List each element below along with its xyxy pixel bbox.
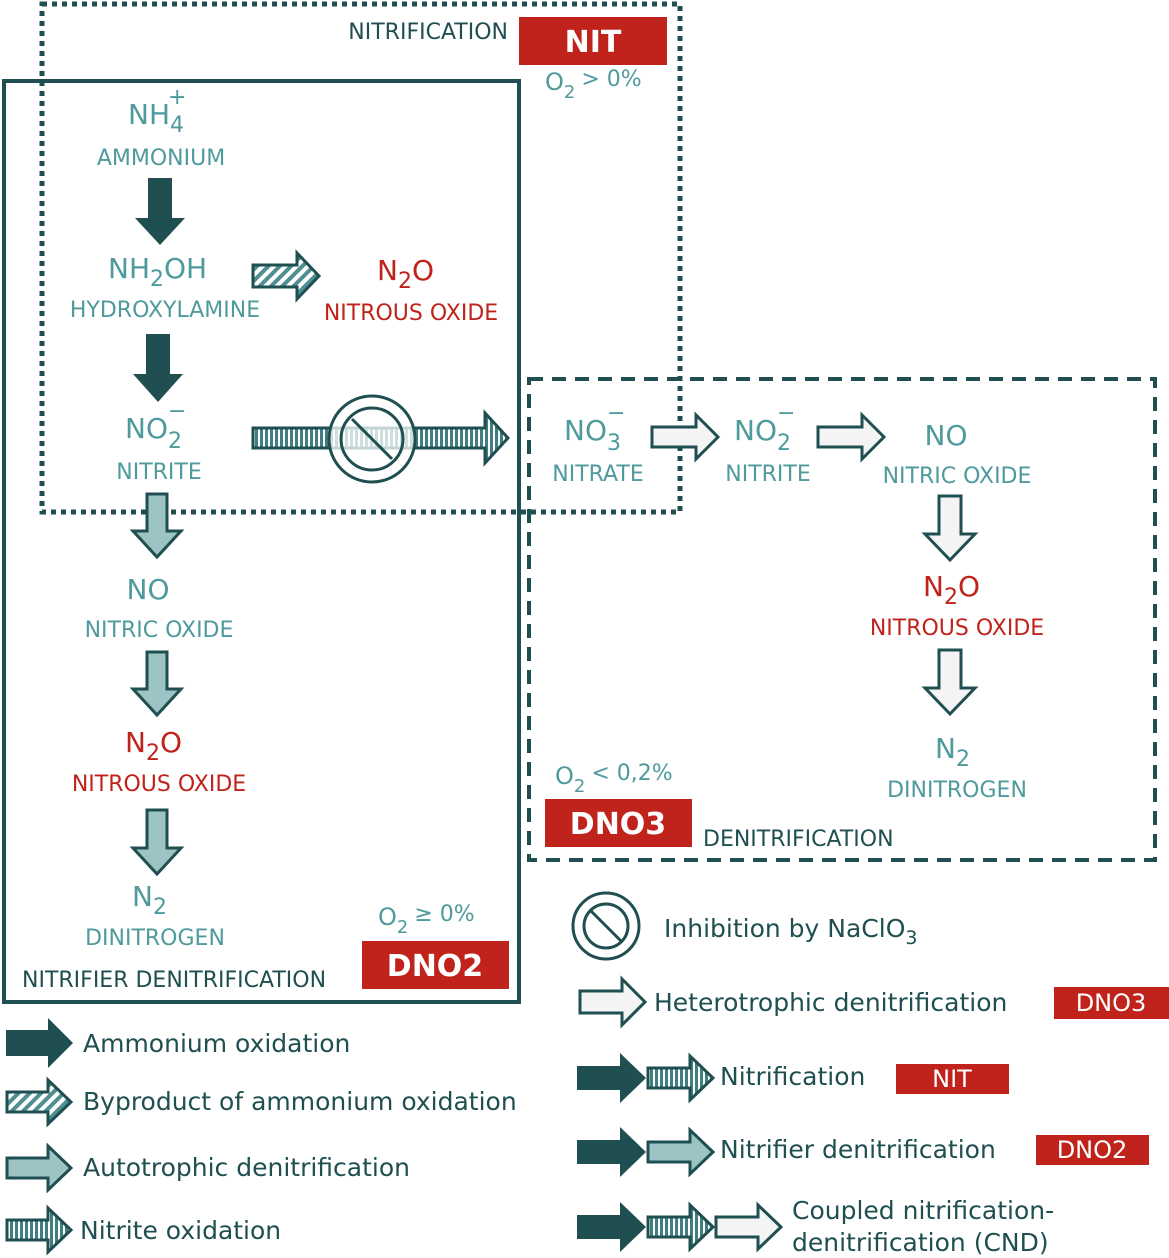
arrow-nitrite-to-nitric-oxide-left bbox=[129, 492, 185, 560]
dno3-badge-text: DNO3 bbox=[570, 807, 666, 842]
dinitrogen-right-formula: N2 bbox=[935, 732, 970, 772]
legend-nitrification-badge bbox=[896, 1064, 1009, 1094]
nit-badge bbox=[519, 17, 667, 65]
legend-heterotrophic-badge bbox=[1054, 987, 1169, 1019]
legend-nitrification-badge-text: NIT bbox=[932, 1065, 972, 1093]
legend-heterotrophic-arrow bbox=[578, 975, 648, 1029]
nitrate-name: NITRATE bbox=[552, 462, 643, 487]
nitrification-title: NITRIFICATION bbox=[348, 20, 508, 45]
hydroxylamine-formula: NH2OH bbox=[108, 252, 207, 292]
legend-nitrite-oxidation-arrow bbox=[5, 1204, 74, 1256]
dno2-badge-text: DNO2 bbox=[387, 949, 483, 984]
legend-nitrification-arrow-striped bbox=[646, 1052, 716, 1104]
dinitrogen-left-name: DINITROGEN bbox=[85, 926, 225, 951]
legend-nitrifier-denitrification-arrow-dark bbox=[577, 1127, 646, 1177]
arrow-nitrite-to-nitric-oxide-right bbox=[816, 411, 887, 463]
legend-byproduct-arrow bbox=[5, 1076, 74, 1128]
legend-byproduct-label: Byproduct of ammonium oxidation bbox=[83, 1087, 517, 1116]
nitric-oxide-right-name: NITRIC OXIDE bbox=[883, 464, 1032, 489]
arrow-hydroxylamine-to-nitrite bbox=[133, 334, 183, 402]
nitrous-oxide-left-formula: N2O bbox=[125, 726, 182, 766]
nitrous-oxide-right-formula: N2O bbox=[923, 570, 980, 610]
legend-cnd-label-line1: Coupled nitrification- bbox=[792, 1196, 1054, 1225]
legend-autotrophic-arrow bbox=[5, 1142, 74, 1194]
arrow-nitrate-to-nitrite-right bbox=[650, 411, 721, 463]
legend-cnd-label-line2: denitrification (CND) bbox=[792, 1228, 1049, 1257]
legend-nitrifier-denitrification-label: Nitrifier denitrification bbox=[720, 1135, 996, 1164]
legend-cnd-arrow-dark bbox=[577, 1202, 646, 1252]
nitrous-oxide-left-name: NITROUS OXIDE bbox=[72, 772, 246, 797]
legend-ammonium-oxidation-arrow bbox=[6, 1018, 73, 1068]
denitrification-title: DENITRIFICATION bbox=[703, 827, 894, 852]
legend-nitrifier-denitrification-arrow-light bbox=[646, 1126, 716, 1178]
dinitrogen-right-name: DINITROGEN bbox=[887, 778, 1027, 803]
nitric-oxide-right-formula: NO bbox=[925, 419, 968, 452]
nitrate-formula: NO3− bbox=[564, 401, 625, 456]
ammonium-name: AMMONIUM bbox=[97, 146, 225, 171]
dinitrogen-left-formula: N2 bbox=[132, 880, 167, 920]
nitric-oxide-left-formula: NO bbox=[127, 573, 170, 606]
legend-nitrifier-denitrification-badge-text: DNO2 bbox=[1057, 1136, 1128, 1164]
dno3-badge bbox=[545, 799, 692, 847]
nitrous-oxide-top-name: NITROUS OXIDE bbox=[324, 301, 498, 326]
arrow-nitric-oxide-to-nitrous-oxide-left bbox=[129, 650, 185, 718]
dno2-oxygen-condition: O2≥ 0% bbox=[378, 902, 475, 938]
nitrous-oxide-right-name: NITROUS OXIDE bbox=[870, 616, 1044, 641]
nitrification-box bbox=[39, 1, 683, 515]
nitrifier-denitrification-title: NITRIFIER DENITRIFICATION bbox=[22, 968, 326, 993]
nitric-oxide-left-name: NITRIC OXIDE bbox=[85, 618, 234, 643]
nit-oxygen-condition: O2> 0% bbox=[545, 67, 642, 103]
denitrification-box bbox=[527, 377, 1157, 862]
legend-inhibition-label: Inhibition by NaClO3 bbox=[664, 914, 917, 949]
inhibition-symbol-diagram bbox=[327, 394, 417, 484]
legend-cnd-arrow-white bbox=[714, 1201, 784, 1253]
nit-badge-text: NIT bbox=[565, 25, 622, 60]
dno3-oxygen-condition: O2< 0,2% bbox=[555, 761, 673, 797]
legend-heterotrophic-label: Heterotrophic denitrification bbox=[654, 988, 1007, 1017]
arrow-nitric-oxide-to-nitrous-oxide-right bbox=[921, 494, 979, 563]
arrow-ammonium-to-hydroxylamine bbox=[135, 178, 185, 245]
nitrite-right-name: NITRITE bbox=[725, 462, 811, 487]
dno2-badge bbox=[362, 941, 509, 989]
nitrifier-denitrification-box bbox=[2, 79, 521, 1004]
legend-nitrification-label: Nitrification bbox=[720, 1062, 865, 1091]
arrow-nitrous-oxide-to-dinitrogen-left bbox=[129, 808, 185, 877]
arrow-hydroxylamine-to-nitrous-oxide bbox=[251, 249, 322, 303]
nitrite-left-name: NITRITE bbox=[116, 460, 202, 485]
legend-ammonium-oxidation-label: Ammonium oxidation bbox=[83, 1029, 350, 1058]
nitrite-right-formula: NO2− bbox=[734, 401, 795, 456]
legend-cnd-arrow-striped bbox=[646, 1201, 716, 1253]
arrow-nitrous-oxide-to-dinitrogen-right bbox=[921, 648, 979, 717]
nitrite-left-formula: NO2− bbox=[125, 399, 186, 454]
legend-heterotrophic-badge-text: DNO3 bbox=[1076, 989, 1147, 1017]
hydroxylamine-name: HYDROXYLAMINE bbox=[70, 298, 260, 323]
nitrous-oxide-top-formula: N2O bbox=[377, 254, 434, 294]
ammonium-formula: NH4+ bbox=[128, 85, 186, 138]
legend-autotrophic-label: Autotrophic denitrification bbox=[83, 1153, 410, 1182]
legend-nitrifier-denitrification-badge bbox=[1036, 1135, 1149, 1165]
legend-inhibition-icon bbox=[571, 891, 641, 961]
legend-nitrite-oxidation-label: Nitrite oxidation bbox=[80, 1216, 281, 1245]
legend-nitrification-arrow-dark bbox=[577, 1053, 646, 1103]
